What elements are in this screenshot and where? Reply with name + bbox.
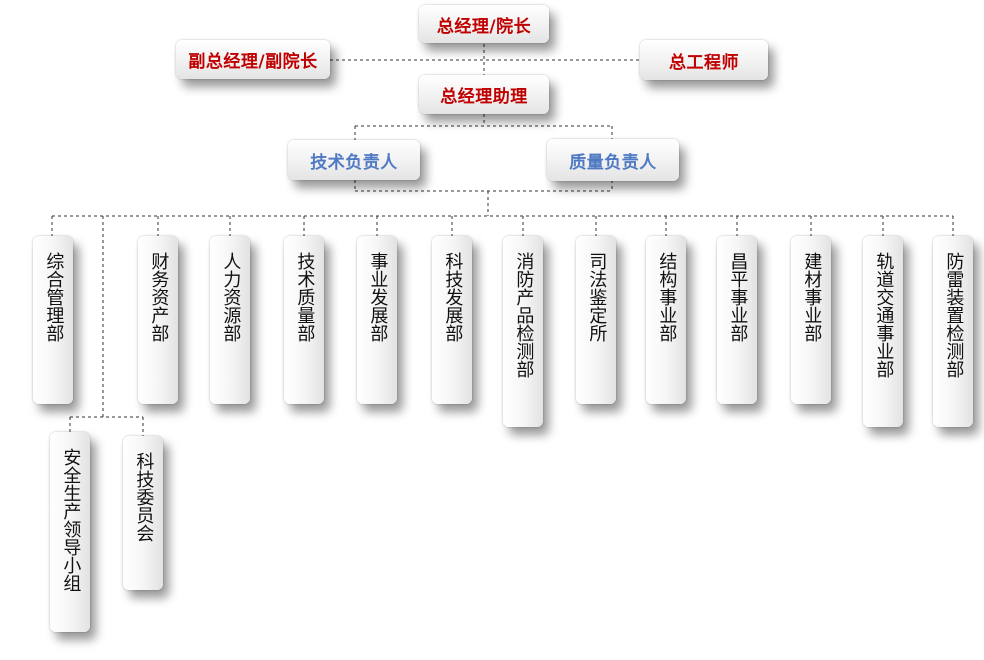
department-label: 科技发展部: [442, 252, 464, 342]
department-box-8: 结构事业部: [646, 236, 686, 404]
department-box-6: 消防产品检测部: [503, 236, 543, 427]
department-label: 建材事业部: [801, 252, 823, 342]
department-box-0: 综合管理部: [33, 236, 73, 404]
general-manager-box: 总经理/院长: [419, 5, 549, 43]
sub-group-label: 科技委员会: [133, 452, 155, 542]
deputy-manager-label: 副总经理/副院长: [188, 52, 318, 72]
deputy-manager-box: 副总经理/副院长: [176, 40, 330, 79]
quality-lead-label: 质量负责人: [569, 152, 657, 173]
chief-engineer-label: 总工程师: [669, 52, 739, 73]
sub-group-box-0: 安全生产领导小组: [50, 432, 90, 632]
department-label: 消防产品检测部: [513, 252, 535, 378]
department-box-2: 人力资源部: [210, 236, 250, 404]
department-label: 昌平事业部: [727, 252, 749, 342]
department-box-12: 防雷装置检测部: [933, 236, 973, 427]
chief-engineer-box: 总工程师: [640, 40, 768, 80]
department-box-4: 事业发展部: [357, 236, 397, 404]
sub-group-label: 安全生产领导小组: [60, 448, 82, 592]
sub-group-box-1: 科技委员会: [123, 436, 163, 590]
assistant-manager-label: 总经理助理: [440, 87, 528, 107]
department-label: 技术质量部: [294, 252, 316, 342]
department-box-10: 建材事业部: [791, 236, 831, 404]
department-label: 轨道交通事业部: [873, 252, 895, 378]
department-box-1: 财务资产部: [138, 236, 178, 404]
department-box-3: 技术质量部: [284, 236, 324, 404]
department-box-9: 昌平事业部: [717, 236, 757, 404]
technical-lead-box: 技术负责人: [288, 140, 420, 180]
department-label: 防雷装置检测部: [943, 252, 965, 378]
department-label: 财务资产部: [148, 252, 170, 342]
department-box-11: 轨道交通事业部: [863, 236, 903, 427]
department-label: 综合管理部: [43, 252, 65, 342]
department-label: 事业发展部: [367, 252, 389, 342]
general-manager-label: 总经理/院长: [436, 16, 532, 37]
department-label: 结构事业部: [656, 252, 678, 342]
assistant-manager-box: 总经理助理: [419, 75, 549, 114]
technical-lead-label: 技术负责人: [310, 152, 398, 173]
department-box-5: 科技发展部: [432, 236, 472, 404]
quality-lead-box: 质量负责人: [547, 139, 679, 181]
department-label: 人力资源部: [220, 252, 242, 342]
department-label: 司法鉴定所: [586, 252, 608, 342]
department-box-7: 司法鉴定所: [576, 236, 616, 404]
